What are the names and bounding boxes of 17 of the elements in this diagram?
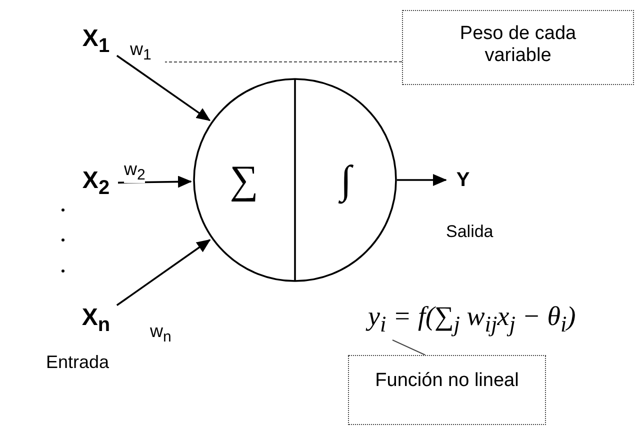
arrow: [397, 174, 447, 186]
callout-box: Función no lineal: [348, 355, 546, 425]
input-variable: X$_{1}$: [80, 26, 112, 56]
neuron-circle: [193, 78, 397, 282]
formula: y$_{i}$ = f(∑$_{j}$ w$_{ij}$x$_{j}$ − θ$_{i}$): [368, 298, 640, 340]
summation-symbol: ∑: [230, 160, 258, 200]
arrow: [118, 176, 192, 188]
input-variable: X$_{2}$: [80, 168, 112, 198]
arrow: [116, 54, 211, 122]
leader-line: [164, 61, 402, 62]
leader-line: [392, 340, 426, 356]
output-variable: Y: [452, 166, 474, 194]
input-variable: X$_{n}$: [80, 305, 112, 335]
arrow: [116, 239, 211, 306]
caption: Entrada: [46, 352, 110, 373]
callout-box: Peso de cada variable: [402, 10, 634, 85]
output-label: Salida: [446, 222, 494, 242]
